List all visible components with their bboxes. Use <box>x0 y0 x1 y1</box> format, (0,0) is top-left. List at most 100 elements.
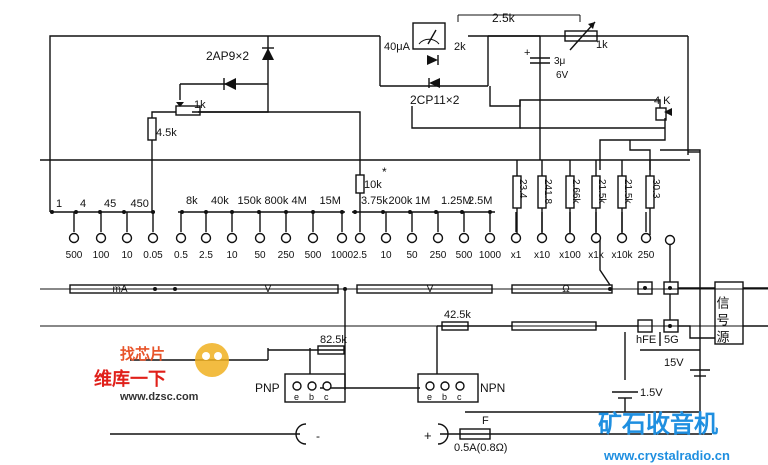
brand-url: www.crystalradio.cn <box>603 448 730 463</box>
label-r-10k: 10k <box>364 179 382 191</box>
selector-wiring <box>40 240 768 440</box>
pot-1k-top <box>457 14 598 51</box>
resistor-label-v2_resistors: 1M <box>415 195 430 207</box>
resistor-82-5k <box>317 345 345 355</box>
label-r-10k-star: * <box>382 165 387 179</box>
range-terminal[interactable] <box>336 232 348 244</box>
label-pnp-c: c <box>324 392 329 402</box>
resistor-42-5k <box>441 321 469 331</box>
range-label: 500 <box>66 250 83 261</box>
junction-dot <box>381 210 385 214</box>
ohm-resistor-label: 30.3 <box>650 179 661 199</box>
jack-plus <box>437 423 449 445</box>
jack-minus <box>295 423 307 445</box>
label-pot-1k-left: 1k <box>194 99 206 111</box>
ohm-resistor-label: 21.5k <box>622 179 633 204</box>
label-npn-c: c <box>457 392 462 402</box>
signal-terminal[interactable] <box>664 234 676 246</box>
resistor-label-ma_resistors: 1 <box>56 198 62 210</box>
label-pot-1k-top: 1k <box>596 39 608 51</box>
label-npn-b: b <box>442 392 447 402</box>
range-label: x100 <box>559 250 581 261</box>
label-15v: 15V <box>664 357 684 369</box>
range-terminal[interactable] <box>564 232 576 244</box>
range-label: 1000 <box>479 250 502 261</box>
top-wiring <box>40 35 701 400</box>
label-npn-e: e <box>427 392 432 402</box>
range-terminal[interactable] <box>307 232 319 244</box>
range-label: 0.5 <box>174 250 188 261</box>
range-terminal[interactable] <box>354 232 366 244</box>
resistor-label-ma_resistors: 4 <box>80 198 86 210</box>
range-terminal[interactable] <box>200 232 212 244</box>
range-terminal[interactable] <box>175 232 187 244</box>
resistor-label-v_resistors: 800k <box>265 195 289 207</box>
range-terminal[interactable] <box>95 232 107 244</box>
range-terminal[interactable] <box>432 232 444 244</box>
range-terminal[interactable] <box>226 232 238 244</box>
resistor-label-v_resistors: 150k <box>238 195 262 207</box>
junction-dot <box>122 210 126 214</box>
range-terminal[interactable] <box>484 232 496 244</box>
resistor-10k <box>355 174 365 194</box>
label-pnp: PNP <box>255 381 280 395</box>
range-terminal[interactable] <box>121 232 133 244</box>
range-terminal[interactable] <box>458 232 470 244</box>
label-fuse-value: 0.5A(0.8Ω) <box>454 442 507 454</box>
label-pnp-b: b <box>309 392 314 402</box>
junction-dot <box>353 210 357 214</box>
range-label: 50 <box>254 250 266 261</box>
ohm-resistor-label: 2.66k <box>570 179 581 204</box>
label-cap-volt: 6V <box>556 70 569 81</box>
label-1-5v: 1.5V <box>640 387 663 399</box>
range-terminal[interactable] <box>616 232 628 244</box>
label-r-4-5k: 4.5k <box>156 127 177 139</box>
resistor-label-v2_resistors: 2.5M <box>468 195 492 207</box>
label-plus: + <box>424 428 432 443</box>
pot-1k-left <box>147 102 201 141</box>
range-label: 1000 <box>331 250 354 261</box>
range-terminal[interactable] <box>254 232 266 244</box>
label-pnp-e: e <box>294 392 299 402</box>
range-terminal[interactable] <box>280 232 292 244</box>
resistor-label-v2_resistors: 3.75k <box>361 195 388 207</box>
junction-dot <box>434 210 438 214</box>
range-terminal[interactable] <box>406 232 418 244</box>
range-terminal[interactable] <box>380 232 392 244</box>
range-label: x10k <box>611 250 633 261</box>
range-label: 2.5 <box>353 250 367 261</box>
range-terminal[interactable] <box>510 232 522 244</box>
label-minus: - <box>316 429 320 443</box>
range-label: 2.5 <box>199 250 213 261</box>
range-terminal[interactable] <box>536 232 548 244</box>
label-sg: 5G <box>664 334 679 346</box>
label-signal-source: 信号源 <box>715 296 730 347</box>
range-label: 250 <box>278 250 295 261</box>
resistor-label-v_resistors: 40k <box>211 195 229 207</box>
range-terminal[interactable] <box>640 232 652 244</box>
pot-4k <box>655 107 672 121</box>
watermark-logo-text: 找芯片 <box>120 345 165 363</box>
resistor-label-ma_resistors: 45 <box>104 198 116 210</box>
range-label: 250 <box>638 250 655 261</box>
range-terminal[interactable] <box>590 232 602 244</box>
label-npn: NPN <box>480 381 505 395</box>
label-hfe: hFE <box>636 334 656 346</box>
label-cap-value: 3μ <box>554 56 566 67</box>
range-label: 50 <box>406 250 418 261</box>
label-diodes-top: 2AP9×2 <box>206 49 249 63</box>
meter <box>412 22 446 50</box>
label-r-82-5k: 82.5k <box>320 334 347 346</box>
ohm-resistor-label: 241.8 <box>542 179 553 204</box>
watermark-dzsc: 找芯片 维库一下 www.dzsc.com <box>94 343 229 403</box>
range-terminal[interactable] <box>147 232 159 244</box>
label-r-2-5k: 2.5k <box>492 11 516 25</box>
range-terminal[interactable] <box>68 232 80 244</box>
ohm-resistor-label: 21.5k <box>596 179 607 204</box>
range-label: 100 <box>93 250 110 261</box>
resistor-label-v_resistors: 8k <box>186 195 198 207</box>
signal-source <box>714 281 744 345</box>
resistor-label-v2_resistors: 1.25M <box>441 195 472 207</box>
label-meter-res: 2k <box>454 41 466 53</box>
